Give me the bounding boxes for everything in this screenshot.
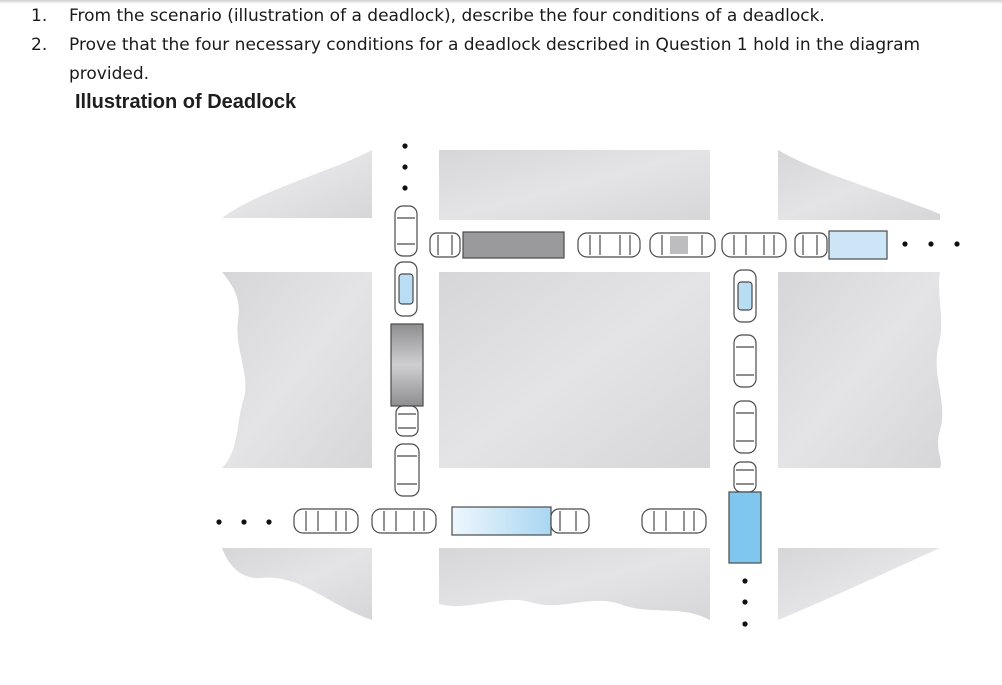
dots-left-lane (216, 519, 272, 525)
car-right-3 (733, 400, 757, 454)
city-block-mid-left (222, 272, 372, 468)
light-blue-truck-bottom (451, 506, 552, 536)
dots-bottom-lane (742, 578, 748, 627)
blue-truck-right (728, 491, 762, 564)
left-lane-vehicles (390, 205, 424, 497)
car-left-2 (394, 261, 418, 317)
car-right-1 (733, 269, 757, 323)
gray-truck-top (462, 231, 565, 259)
car-right-4 (733, 461, 757, 493)
car-left-3 (395, 405, 419, 437)
dots-right-lane (902, 241, 960, 247)
gray-truck-left (390, 323, 424, 407)
continuation-dots (216, 143, 960, 627)
question-2-text: Prove that the four necessary conditions… (69, 35, 921, 84)
car-bottom-4 (641, 508, 707, 534)
question-1-text: From the scenario (illustration of a dea… (69, 6, 825, 26)
bottom-lane-vehicles (293, 506, 707, 536)
city-block-mid-right (778, 272, 943, 468)
car-bottom-1 (293, 508, 359, 534)
city-blocks (222, 150, 943, 620)
car-top-1 (429, 232, 461, 258)
city-block-bottom-right (778, 548, 940, 620)
car-bottom-3 (550, 508, 590, 534)
city-block-bottom-left (222, 548, 372, 620)
question-1-number: 1. (31, 6, 48, 26)
figure-title: Illustration of Deadlock (75, 91, 297, 113)
city-block-top-right (778, 150, 940, 220)
question-2-number: 2. (31, 35, 48, 55)
light-blue-truck-top (828, 230, 888, 260)
car-left-4 (394, 443, 420, 497)
city-block-center (439, 272, 710, 468)
page-top-edge (0, 0, 1002, 4)
car-left-1 (394, 205, 418, 257)
right-lane-vehicles (728, 269, 762, 564)
city-block-top-left (222, 150, 372, 218)
car-top-4 (721, 232, 787, 258)
car-top-5 (794, 232, 828, 258)
car-top-3 (649, 232, 716, 258)
car-bottom-2 (371, 508, 437, 534)
car-top-2 (577, 232, 641, 258)
car-right-2 (733, 334, 757, 388)
top-lane-vehicles (429, 230, 888, 260)
city-block-top-center (439, 150, 710, 220)
city-block-bottom-center (439, 548, 710, 620)
dots-top-lane (402, 143, 408, 191)
